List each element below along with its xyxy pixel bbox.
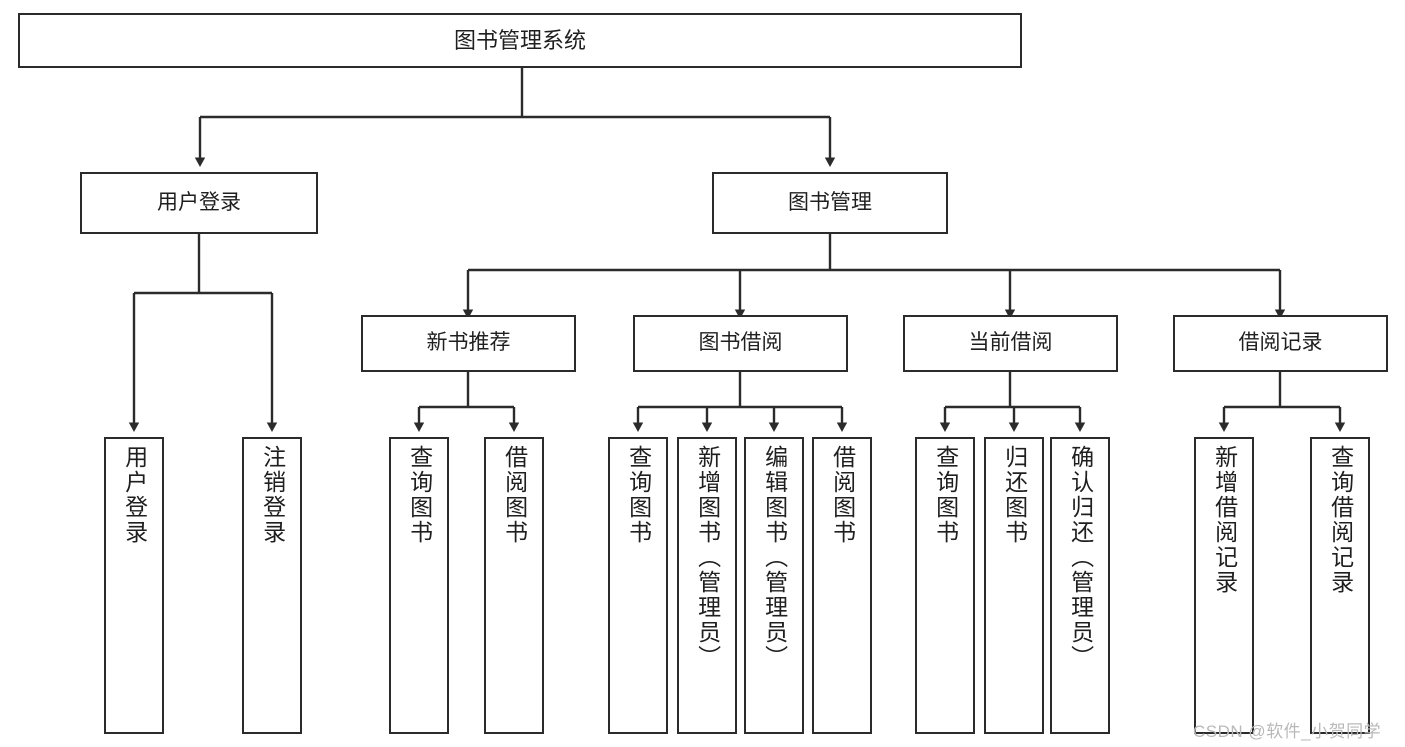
node-leaf-add-book-label: 新增图书（管理员） [694,445,721,670]
node-leaf-confirm-return[interactable]: 确认归还（管理员） [1050,437,1110,734]
node-leaf-logout-login-label: 注销登录 [259,445,286,545]
node-leaf-confirm-return-label: 确认归还（管理员） [1067,445,1094,670]
node-leaf-borrow-book-1-label: 借阅图书 [501,445,528,545]
node-leaf-borrow-book-1[interactable]: 借阅图书 [484,437,544,734]
node-leaf-query-book-2[interactable]: 查询图书 [608,437,668,734]
node-leaf-edit-book[interactable]: 编辑图书（管理员） [744,437,804,734]
node-borrow-record[interactable]: 借阅记录 [1173,315,1388,372]
node-leaf-return-book-label: 归还图书 [1001,445,1028,545]
node-leaf-add-record-label: 新增借阅记录 [1211,445,1238,595]
node-leaf-query-record-label: 查询借阅记录 [1327,445,1354,595]
node-leaf-edit-book-label: 编辑图书（管理员） [761,445,788,670]
node-current-borrow-label: 当前借阅 [968,331,1053,355]
node-leaf-user-login-label: 用户登录 [121,445,148,545]
node-root-label: 图书管理系统 [453,27,586,53]
node-book-borrow-label: 图书借阅 [698,331,783,355]
node-leaf-user-login[interactable]: 用户登录 [104,437,164,734]
node-leaf-borrow-book-2[interactable]: 借阅图书 [812,437,872,734]
node-book-manage[interactable]: 图书管理 [712,172,948,234]
node-leaf-query-book-1[interactable]: 查询图书 [389,437,449,734]
node-new-book-recommend[interactable]: 新书推荐 [361,315,576,372]
node-new-book-recommend-label: 新书推荐 [426,331,511,355]
node-leaf-query-book-3[interactable]: 查询图书 [915,437,975,734]
node-current-borrow[interactable]: 当前借阅 [903,315,1118,372]
node-leaf-add-record[interactable]: 新增借阅记录 [1194,437,1254,734]
node-leaf-query-book-3-label: 查询图书 [932,445,959,545]
node-leaf-query-book-1-label: 查询图书 [406,445,433,545]
node-leaf-add-book[interactable]: 新增图书（管理员） [677,437,737,734]
node-user-login-label: 用户登录 [157,190,241,214]
node-user-login[interactable]: 用户登录 [80,172,318,234]
node-leaf-return-book[interactable]: 归还图书 [984,437,1044,734]
node-root[interactable]: 图书管理系统 [18,13,1022,68]
node-borrow-record-label: 借阅记录 [1238,331,1323,355]
node-leaf-query-record[interactable]: 查询借阅记录 [1310,437,1370,734]
csdn-watermark: CSDN @软件_小贺同学 [1193,722,1382,741]
node-book-manage-label: 图书管理 [788,190,872,214]
node-leaf-query-book-2-label: 查询图书 [625,445,652,545]
node-leaf-logout-login[interactable]: 注销登录 [242,437,302,734]
node-book-borrow[interactable]: 图书借阅 [633,315,848,372]
node-leaf-borrow-book-2-label: 借阅图书 [829,445,856,545]
